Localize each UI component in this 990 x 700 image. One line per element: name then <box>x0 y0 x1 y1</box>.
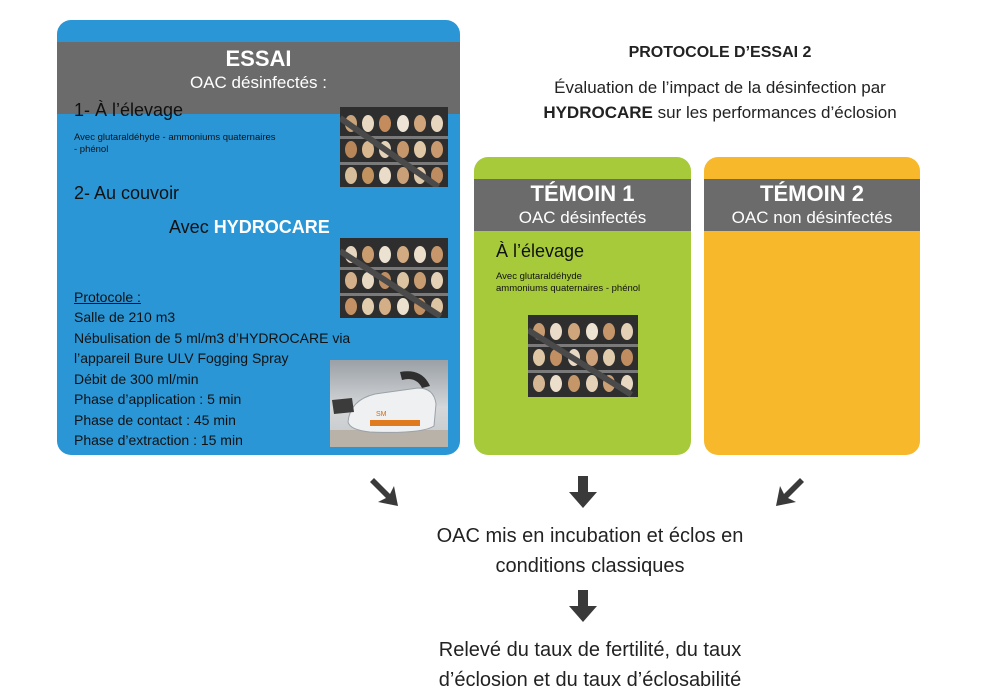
essai-step1-detail: Avec glutaraldéhyde - ammoniums quaterna… <box>74 132 276 156</box>
temoin2-header: TÉMOIN 2 OAC non désinfectés <box>704 179 920 231</box>
arrow-down-left-icon <box>776 478 804 506</box>
arrow-down-icon <box>569 476 597 508</box>
fogger-icon: SM <box>330 371 448 447</box>
temoin1-detail-line2: ammoniums quaternaires - phénol <box>496 283 641 294</box>
essai-hydrocare-line: Avec HYDROCARE <box>169 217 330 238</box>
protocole-line: l’appareil Bure ULV Fogging Spray <box>74 350 289 366</box>
protocole-line: Phase d’extraction : 15 min <box>74 432 243 448</box>
temoin1-title: TÉMOIN 1 <box>530 181 635 206</box>
protocol-subtitle: Évaluation de l’impact de la désinfectio… <box>500 75 940 125</box>
temoin2-subtitle: OAC non désinfectés <box>731 208 893 227</box>
egg-tray-photo-1 <box>340 107 448 187</box>
protocole-line: Débit de 300 ml/min <box>74 370 199 387</box>
temoin1-box: TÉMOIN 1 OAC désinfectés À l’élevage Ave… <box>474 157 691 455</box>
essai-title: ESSAI <box>225 46 292 71</box>
essai-box: ESSAI OAC désinfectés : 1- À l’élevage A… <box>57 20 460 455</box>
essai-step2: 2- Au couvoir <box>74 183 180 203</box>
egg-tray-photo-3 <box>528 315 638 397</box>
protocole-line: Phase d’application : 5 min <box>74 391 242 407</box>
essai-hydrocare: HYDROCARE <box>213 217 330 237</box>
protocol-title: PROTOCOLE D’ESSAI 2 <box>628 44 812 61</box>
essai-header: ESSAI OAC désinfectés : <box>57 42 460 114</box>
temoin1-detail: Avec glutaraldéhyde ammoniums quaternair… <box>496 271 640 295</box>
releve-line2: d’éclosion et du taux d’éclosabilité <box>438 669 742 691</box>
temoin2-title: TÉMOIN 2 <box>760 181 864 206</box>
incubation-text: OAC mis en incubation et éclos en condit… <box>380 521 800 581</box>
essai-protocole-label: Protocole : <box>74 289 141 305</box>
protocole-line: Phase de contact : 45 min <box>74 411 236 428</box>
temoin1-step: À l’élevage <box>496 241 585 261</box>
releve-text: Relevé du taux de fertilité, du taux d’é… <box>380 635 800 695</box>
subtitle-post: sur les performances d’éclosion <box>657 103 897 122</box>
arrow-down-right-icon <box>370 478 398 506</box>
egg-tray-photo-2 <box>340 238 448 318</box>
protocole-line: Nébulisation de 5 ml/m3 d’HYDROCARE via <box>74 329 351 346</box>
essai-protocole-list: Salle de 210 m3 Nébulisation de 5 ml/m3 … <box>74 307 350 451</box>
subtitle-bold: HYDROCARE <box>543 103 653 122</box>
subtitle-pre: Évaluation de l’impact de la désinfectio… <box>554 78 886 97</box>
temoin1-detail-line1: Avec glutaraldéhyde <box>496 271 582 282</box>
temoin2-box: TÉMOIN 2 OAC non désinfectés <box>704 157 920 455</box>
arrow-down-icon-2 <box>569 590 597 622</box>
essai-step1-detail-line2: - phénol <box>74 144 109 155</box>
temoin1-subtitle: OAC désinfectés <box>518 208 647 227</box>
fogger-device-photo: SM <box>330 360 448 447</box>
incubation-line1: OAC mis en incubation et éclos en <box>436 525 744 547</box>
incubation-line2: conditions classiques <box>495 555 685 577</box>
essai-step1-detail-line1: Avec glutaraldéhyde - ammoniums quaterna… <box>74 132 276 143</box>
essai-subtitle: OAC désinfectés : <box>189 73 327 92</box>
releve-line1: Relevé du taux de fertilité, du taux <box>438 639 742 661</box>
svg-text:SM: SM <box>376 411 387 418</box>
essai-avec: Avec <box>169 217 209 237</box>
protocole-line: Salle de 210 m3 <box>74 309 176 325</box>
essai-step1: 1- À l’élevage <box>74 100 184 120</box>
temoin1-header: TÉMOIN 1 OAC désinfectés <box>474 179 691 231</box>
